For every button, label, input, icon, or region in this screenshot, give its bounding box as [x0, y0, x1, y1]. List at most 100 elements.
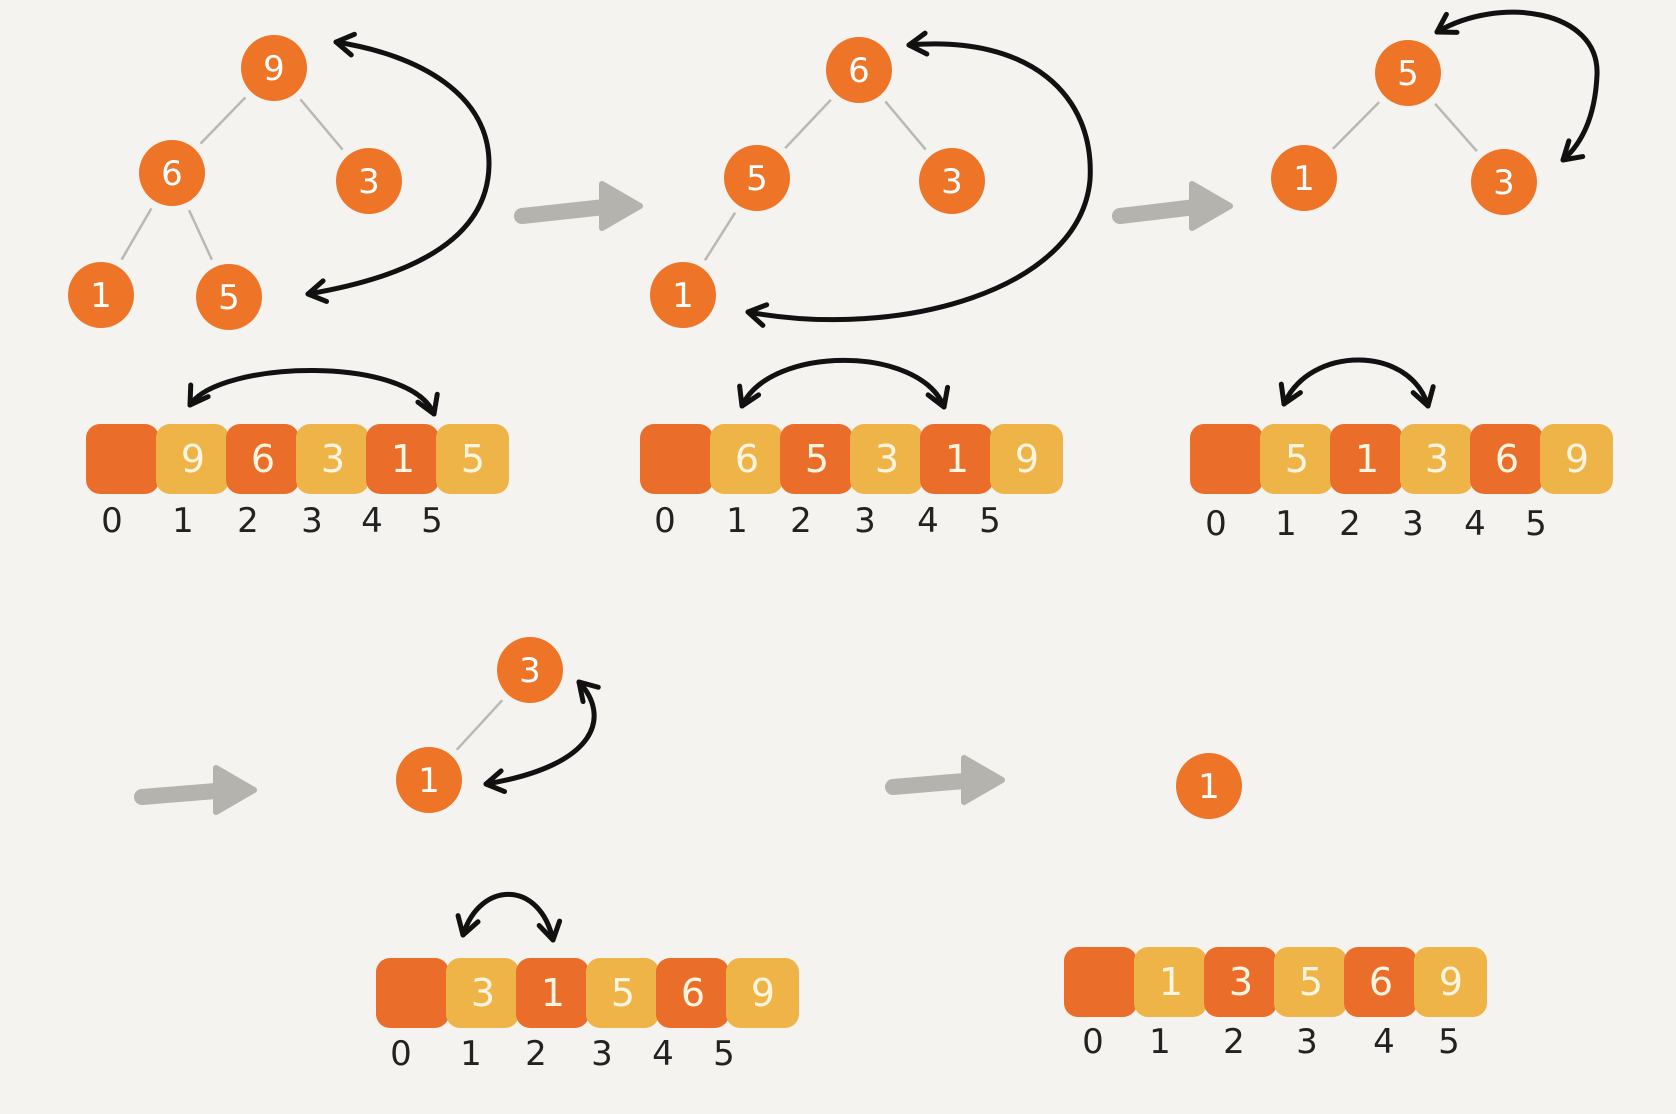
step-arrow-head: [1189, 181, 1233, 231]
array-index: 2: [525, 1034, 547, 1074]
tree-node-label: 3: [941, 162, 963, 202]
array-cell-value: 1: [1159, 960, 1183, 1004]
tree-node-label: 1: [90, 276, 112, 316]
tree-node-circle: [650, 262, 716, 328]
step4-array-swap-arrow: [460, 891, 556, 943]
step1-tree-node: 9: [241, 35, 307, 101]
step-arrow-2-to-3: [1112, 181, 1233, 231]
array-cell: [1414, 947, 1487, 1017]
step3-array-swap-arrow-head: [1410, 384, 1436, 409]
step4-tree-swap-arrow-head: [483, 768, 508, 795]
step2-tree-edge: [703, 211, 737, 262]
array-cell: [656, 958, 729, 1028]
array-cell: [1344, 947, 1417, 1017]
tree-edges: [120, 96, 1478, 751]
array-cell-value: 9: [1439, 960, 1463, 1004]
array-cell-value: 5: [1285, 437, 1309, 481]
array-index: 5: [713, 1034, 735, 1074]
step4-array-swap-arrow-head: [536, 918, 563, 943]
step2-tree-swap-arrow-head: [745, 302, 770, 328]
array-index: 2: [1339, 504, 1361, 544]
tree-node-label: 1: [1198, 767, 1220, 807]
array-cell: [516, 958, 589, 1028]
array-index: 1: [1149, 1022, 1171, 1062]
array-cell: [1190, 424, 1263, 494]
array-cell: [376, 958, 449, 1028]
tree-node-circle: [336, 148, 402, 214]
array-cell-value: 9: [1565, 437, 1589, 481]
step2-tree-swap-arrow: [745, 41, 1093, 323]
array-index: 2: [237, 501, 259, 541]
array-index: 5: [1438, 1022, 1460, 1062]
array-index: 5: [979, 501, 1001, 541]
array-cell: [1064, 947, 1137, 1017]
tree-node-circle: [241, 35, 307, 101]
array-cell: [296, 424, 369, 494]
tree-node-circle: [826, 37, 892, 103]
array-cell-value: 3: [321, 437, 345, 481]
step-arrow-head: [961, 755, 1005, 805]
swap-arrows: [187, 9, 1600, 943]
array-cell: [640, 424, 713, 494]
array-index: 0: [1205, 504, 1227, 544]
step4-tree-node: 1: [396, 747, 462, 813]
array-cell-value: 9: [1015, 437, 1039, 481]
array-index: 2: [790, 501, 812, 541]
array-cell: [366, 424, 439, 494]
array-cell-value: 9: [181, 437, 205, 481]
tree-node-label: 3: [358, 162, 380, 202]
array-cell-value: 5: [611, 971, 635, 1015]
array-cell: [726, 958, 799, 1028]
array-cell: [1204, 947, 1277, 1017]
array-index: 3: [301, 501, 323, 541]
array-index: 0: [101, 501, 123, 541]
step1-tree-node: 3: [336, 148, 402, 214]
step4-tree-edge: [455, 699, 504, 751]
tree-node-label: 9: [263, 49, 285, 89]
array-index: 2: [1223, 1022, 1245, 1062]
step1-tree-edge: [299, 98, 344, 151]
array-cell: [586, 958, 659, 1028]
step1-tree-swap-arrow: [305, 39, 492, 297]
array-index: 1: [172, 501, 194, 541]
step2-tree-node: 5: [724, 145, 790, 211]
array-cell-value: 5: [805, 437, 829, 481]
step3-array-swap-arrow-head: [1278, 381, 1303, 407]
step4-tree-swap-arrow: [483, 679, 597, 787]
array-index: 4: [917, 501, 939, 541]
array-index: 3: [1402, 504, 1424, 544]
array-cell-value: 3: [1425, 437, 1449, 481]
tree-node-label: 6: [848, 51, 870, 91]
step2-tree-edge: [784, 98, 832, 150]
array-index: 1: [726, 501, 748, 541]
step-arrow-shaft: [514, 198, 622, 224]
array-index: 4: [361, 501, 383, 541]
array-cell: [1274, 947, 1347, 1017]
step2-tree-swap-arrow-head: [906, 30, 930, 57]
tree-node-circle: [1271, 145, 1337, 211]
step2-array-swap-arrow: [739, 358, 947, 410]
array-cell-value: 3: [875, 437, 899, 481]
array-cell-value: 1: [541, 971, 565, 1015]
array-cell-value: 6: [1369, 960, 1393, 1004]
step1-tree-edge: [120, 207, 153, 261]
tree-node-label: 5: [218, 278, 240, 318]
array-index: 4: [1373, 1022, 1395, 1062]
tree-node-circle: [1375, 40, 1441, 106]
array-cell: [1134, 947, 1207, 1017]
array-index: 4: [652, 1034, 674, 1074]
array-cell: [1470, 424, 1543, 494]
step2-tree-node: 6: [826, 37, 892, 103]
tree-node-label: 5: [1397, 54, 1419, 94]
step1-tree-node: 1: [68, 262, 134, 328]
step4-tree-node: 3: [497, 637, 563, 703]
array-index: 4: [1464, 504, 1486, 544]
